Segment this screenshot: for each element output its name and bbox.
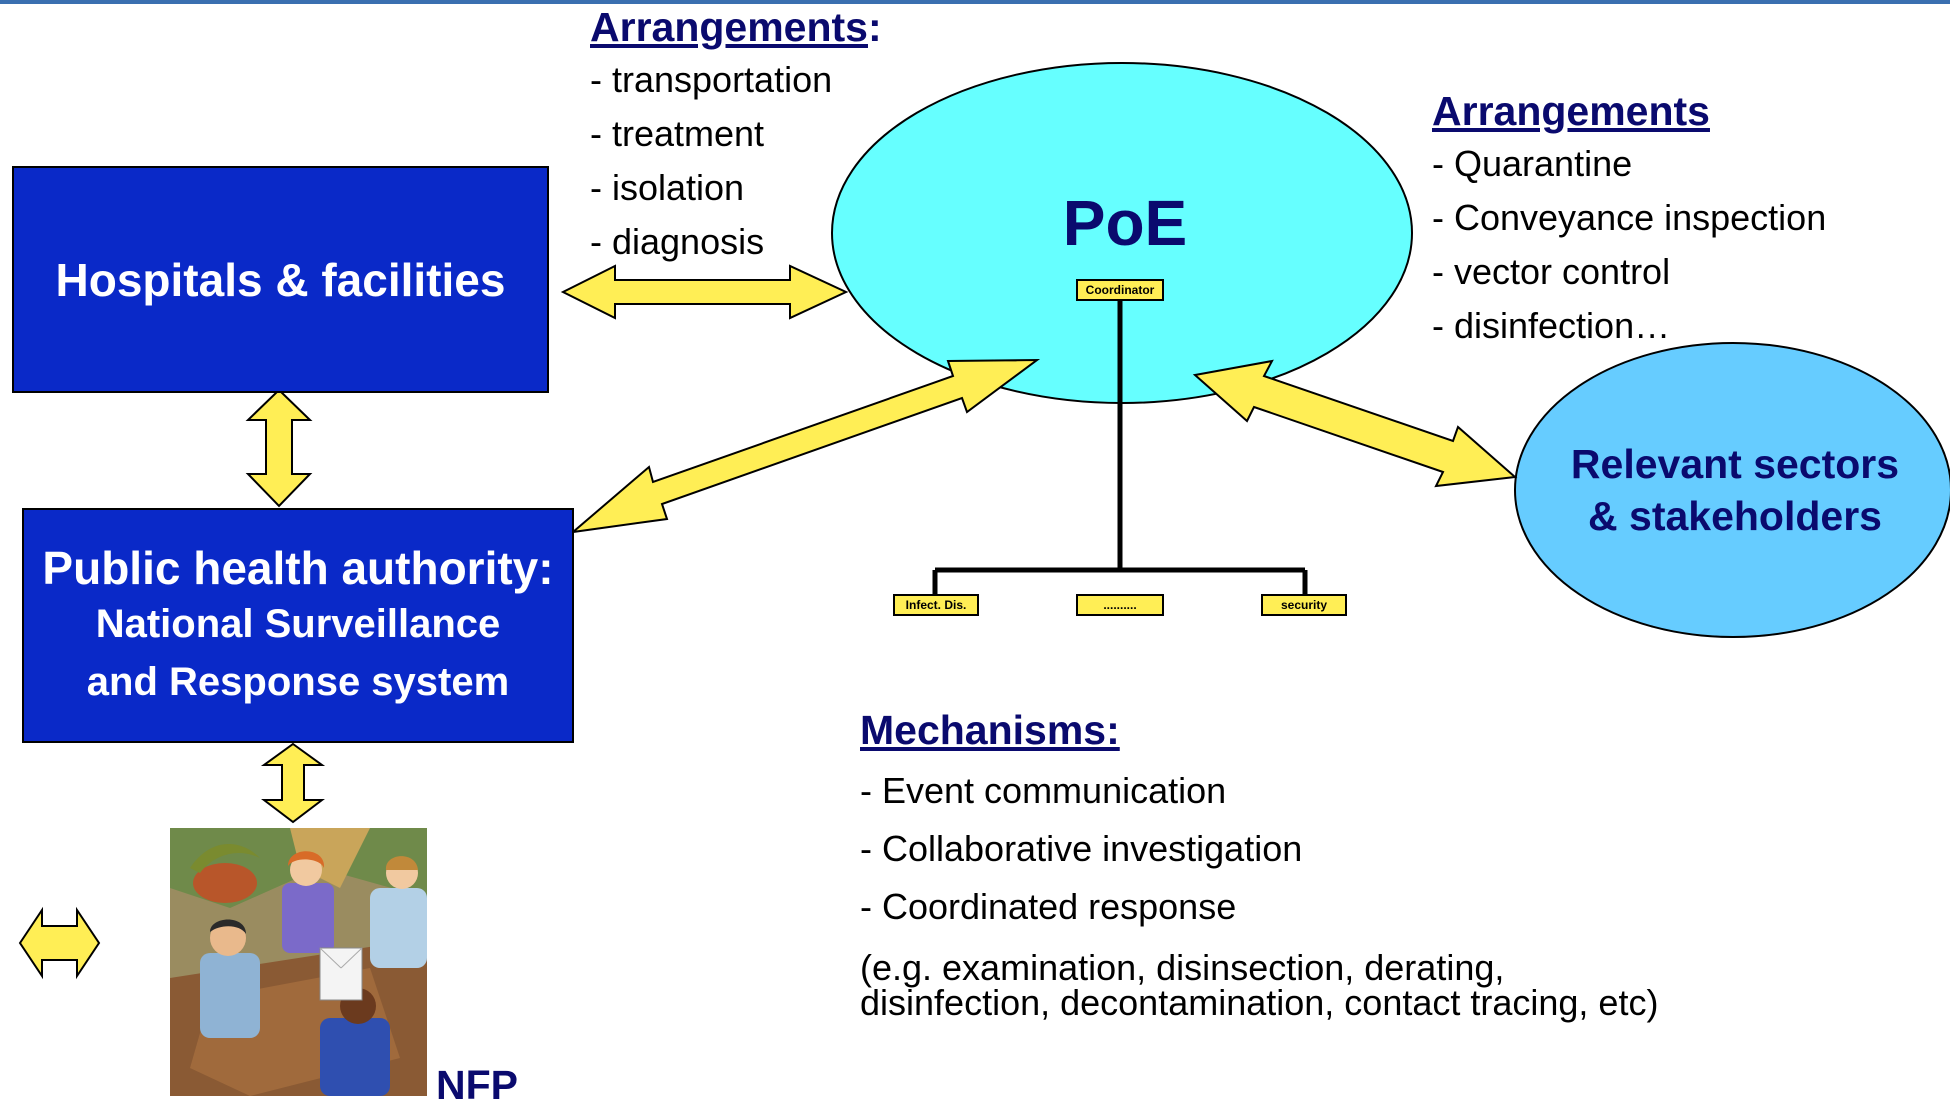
arrangements-top-item: - diagnosis xyxy=(590,221,765,262)
mechanisms-item: - Coordinated response xyxy=(860,886,1237,927)
org-infect-dis: Infect. Dis. xyxy=(893,594,979,616)
arrangements-top-heading: Arrangements xyxy=(590,4,868,50)
nfp-label: NFP xyxy=(436,1062,518,1108)
arrangements-right-heading: Arrangements xyxy=(1432,88,1710,134)
org-coordinator: Coordinator xyxy=(1076,279,1164,301)
arrangements-right-item: - Conveyance inspection xyxy=(1432,197,1827,238)
arrow-hospitals-poe xyxy=(560,264,849,320)
arrangements-top-list: - transportation - treatment - isolation… xyxy=(590,59,832,275)
arrangements-top-colon: : xyxy=(867,4,882,50)
poe-title: PoE xyxy=(1062,187,1188,259)
mechanisms-heading: Mechanisms: xyxy=(860,707,1120,753)
mechanisms-list: - Event communication - Collaborative in… xyxy=(860,770,1302,944)
mechanisms-note-line2: disinfection, decontamination, contact t… xyxy=(860,982,1659,1023)
public-health-title: Public health authority: xyxy=(42,541,554,594)
arrow-poe-relevant xyxy=(1192,359,1518,488)
arrangements-top-item: - treatment xyxy=(590,113,765,154)
public-health-line3: and Response system xyxy=(86,659,510,704)
arrangements-top-heading-wrap: Arrangements: xyxy=(590,4,882,51)
org-unit-blank: .......... xyxy=(1076,594,1164,616)
public-health-authority-box: Public health authority: National Survei… xyxy=(22,508,574,743)
mechanisms-note-line1: (e.g. examination, disinsection, deratin… xyxy=(860,947,1505,988)
mechanisms-item: - Event communication xyxy=(860,770,1227,811)
arrow-publichealth-nfp xyxy=(260,742,326,824)
hospitals-facilities-label: Hospitals & facilities xyxy=(55,253,506,306)
public-health-line2: National Surveillance xyxy=(95,601,501,646)
arrangements-right-list: - Quarantine - Conveyance inspection - v… xyxy=(1432,143,1826,359)
arrangements-right-item: - disinfection… xyxy=(1432,305,1671,346)
relevant-sectors-ellipse xyxy=(1514,342,1950,638)
arrow-nfp-side xyxy=(18,906,101,980)
org-chart-lines xyxy=(932,298,1308,596)
arrangements-right-item: - Quarantine xyxy=(1432,143,1633,184)
arrow-hospitals-publichealth xyxy=(245,388,313,508)
relevant-line1: Relevant sectors xyxy=(1570,441,1900,487)
mechanisms-item: - Collaborative investigation xyxy=(860,828,1303,869)
mechanisms-note: (e.g. examination, disinsection, deratin… xyxy=(860,947,1659,1023)
arrow-publichealth-poe xyxy=(569,358,1041,534)
arrangements-right-item: - vector control xyxy=(1432,251,1671,292)
relevant-line2: & stakeholders xyxy=(1588,493,1882,539)
relevant-sectors-label: Relevant sectors & stakeholders xyxy=(1525,438,1945,542)
top-rule xyxy=(0,0,1950,4)
hospitals-facilities-box: Hospitals & facilities xyxy=(12,166,549,393)
org-security: security xyxy=(1261,594,1347,616)
arrangements-top-item: - transportation xyxy=(590,59,833,100)
meeting-clipart-image xyxy=(170,828,427,1096)
arrangements-top-item: - isolation xyxy=(590,167,745,208)
